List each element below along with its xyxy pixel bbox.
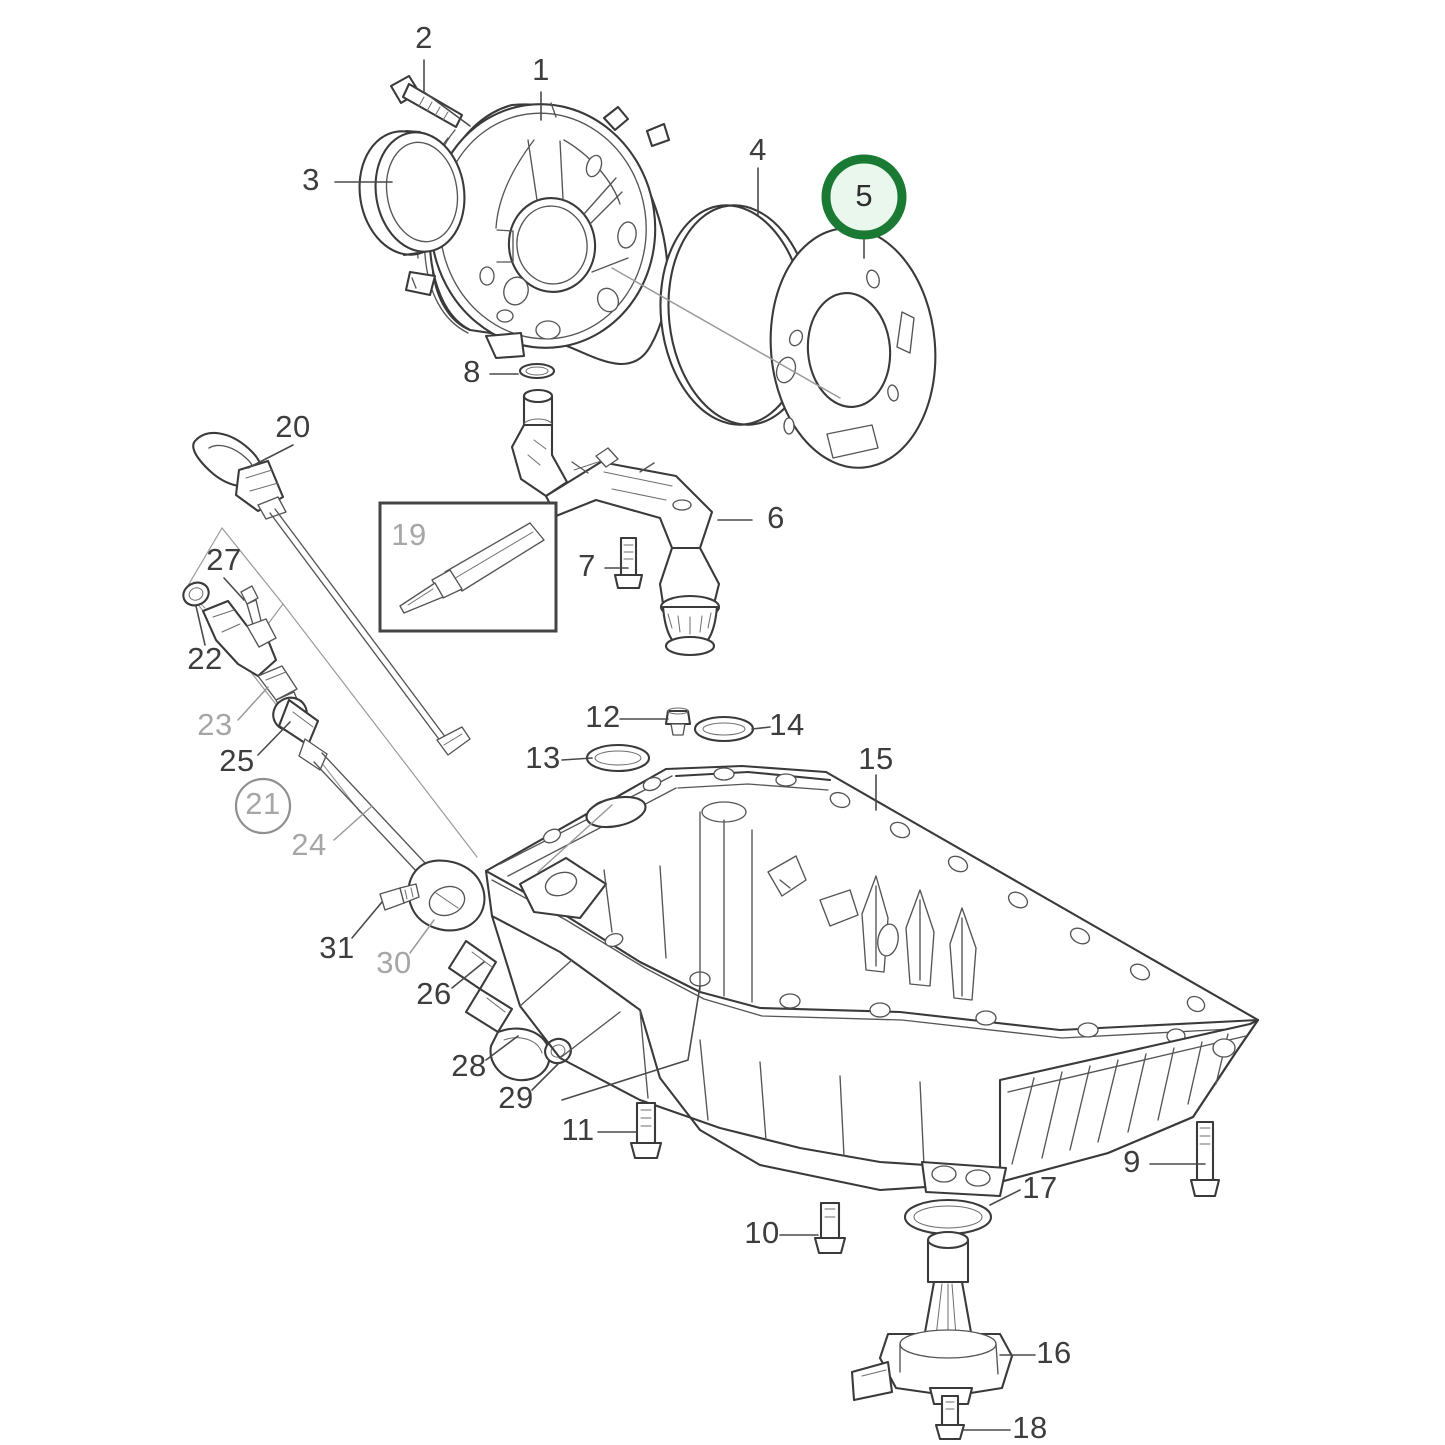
callout-18: 18 bbox=[1012, 1410, 1047, 1445]
oil-pan-bolt-11 bbox=[629, 1101, 663, 1160]
callout-12: 12 bbox=[585, 699, 620, 734]
callout-9: 9 bbox=[1123, 1144, 1141, 1179]
callout-30: 30 bbox=[376, 945, 411, 980]
dipstick bbox=[192, 431, 471, 756]
oil-pickup-assembly bbox=[510, 362, 721, 657]
callout-23: 23 bbox=[197, 707, 232, 742]
callout-5-highlight: 5 bbox=[821, 154, 907, 240]
callout-22: 22 bbox=[187, 641, 222, 676]
crankshaft-seal-ring bbox=[358, 129, 466, 257]
callout-7: 7 bbox=[578, 548, 596, 583]
rear-seal-backplate bbox=[769, 227, 937, 469]
callout-29: 29 bbox=[498, 1080, 533, 1115]
oil-level-sensor bbox=[850, 1230, 1014, 1406]
callout-27: 27 bbox=[206, 542, 241, 577]
callout-8: 8 bbox=[463, 354, 481, 389]
callout-13: 13 bbox=[525, 740, 560, 775]
sensor-o-ring bbox=[903, 1198, 993, 1236]
seal-ring-large bbox=[585, 743, 651, 773]
callout-1: 1 bbox=[532, 52, 550, 87]
callout-11: 11 bbox=[561, 1112, 594, 1147]
dipstick-bracket-group bbox=[379, 859, 572, 1082]
callout-5: 5 bbox=[855, 178, 872, 213]
callout-26: 26 bbox=[416, 976, 451, 1011]
callout-25: 25 bbox=[219, 743, 254, 778]
oil-pan-bolt-10 bbox=[813, 1201, 847, 1255]
callout-24: 24 bbox=[291, 827, 326, 862]
callout-15: 15 bbox=[858, 741, 893, 776]
oil-pan-sump bbox=[484, 764, 1260, 1198]
oil-pan-plug bbox=[664, 707, 692, 736]
callout-labels: 1 2 3 4 6 7 8 9 10 11 12 13 14 15 16 17 … bbox=[187, 20, 1141, 1445]
seal-ring-small bbox=[693, 715, 755, 743]
leader-lines bbox=[195, 59, 1206, 1431]
callout-28: 28 bbox=[451, 1048, 486, 1083]
callout-10: 10 bbox=[744, 1215, 779, 1250]
dipstick-tube-assembly bbox=[182, 527, 478, 903]
callout-17: 17 bbox=[1022, 1170, 1057, 1205]
pickup-tube-bolt bbox=[613, 536, 644, 590]
callout-20: 20 bbox=[275, 409, 310, 444]
oil-pan-bolt-9 bbox=[1189, 1120, 1221, 1198]
callout-19: 19 bbox=[391, 517, 426, 552]
callout-21-circled: 21 bbox=[234, 777, 292, 835]
callout-21: 21 bbox=[245, 786, 280, 821]
callout-4: 4 bbox=[749, 132, 767, 167]
callout-14: 14 bbox=[769, 707, 804, 742]
callout-2: 2 bbox=[415, 20, 433, 55]
cover-bolt bbox=[389, 74, 464, 129]
callout-6: 6 bbox=[767, 500, 785, 535]
timing-cover-housing-group bbox=[402, 102, 671, 366]
sensor-bolt bbox=[934, 1394, 966, 1441]
sealant-inset-box bbox=[378, 501, 558, 633]
callout-3: 3 bbox=[302, 162, 320, 197]
rear-cover-gasket bbox=[659, 204, 815, 426]
callout-31: 31 bbox=[319, 930, 354, 965]
callout-16: 16 bbox=[1036, 1335, 1071, 1370]
